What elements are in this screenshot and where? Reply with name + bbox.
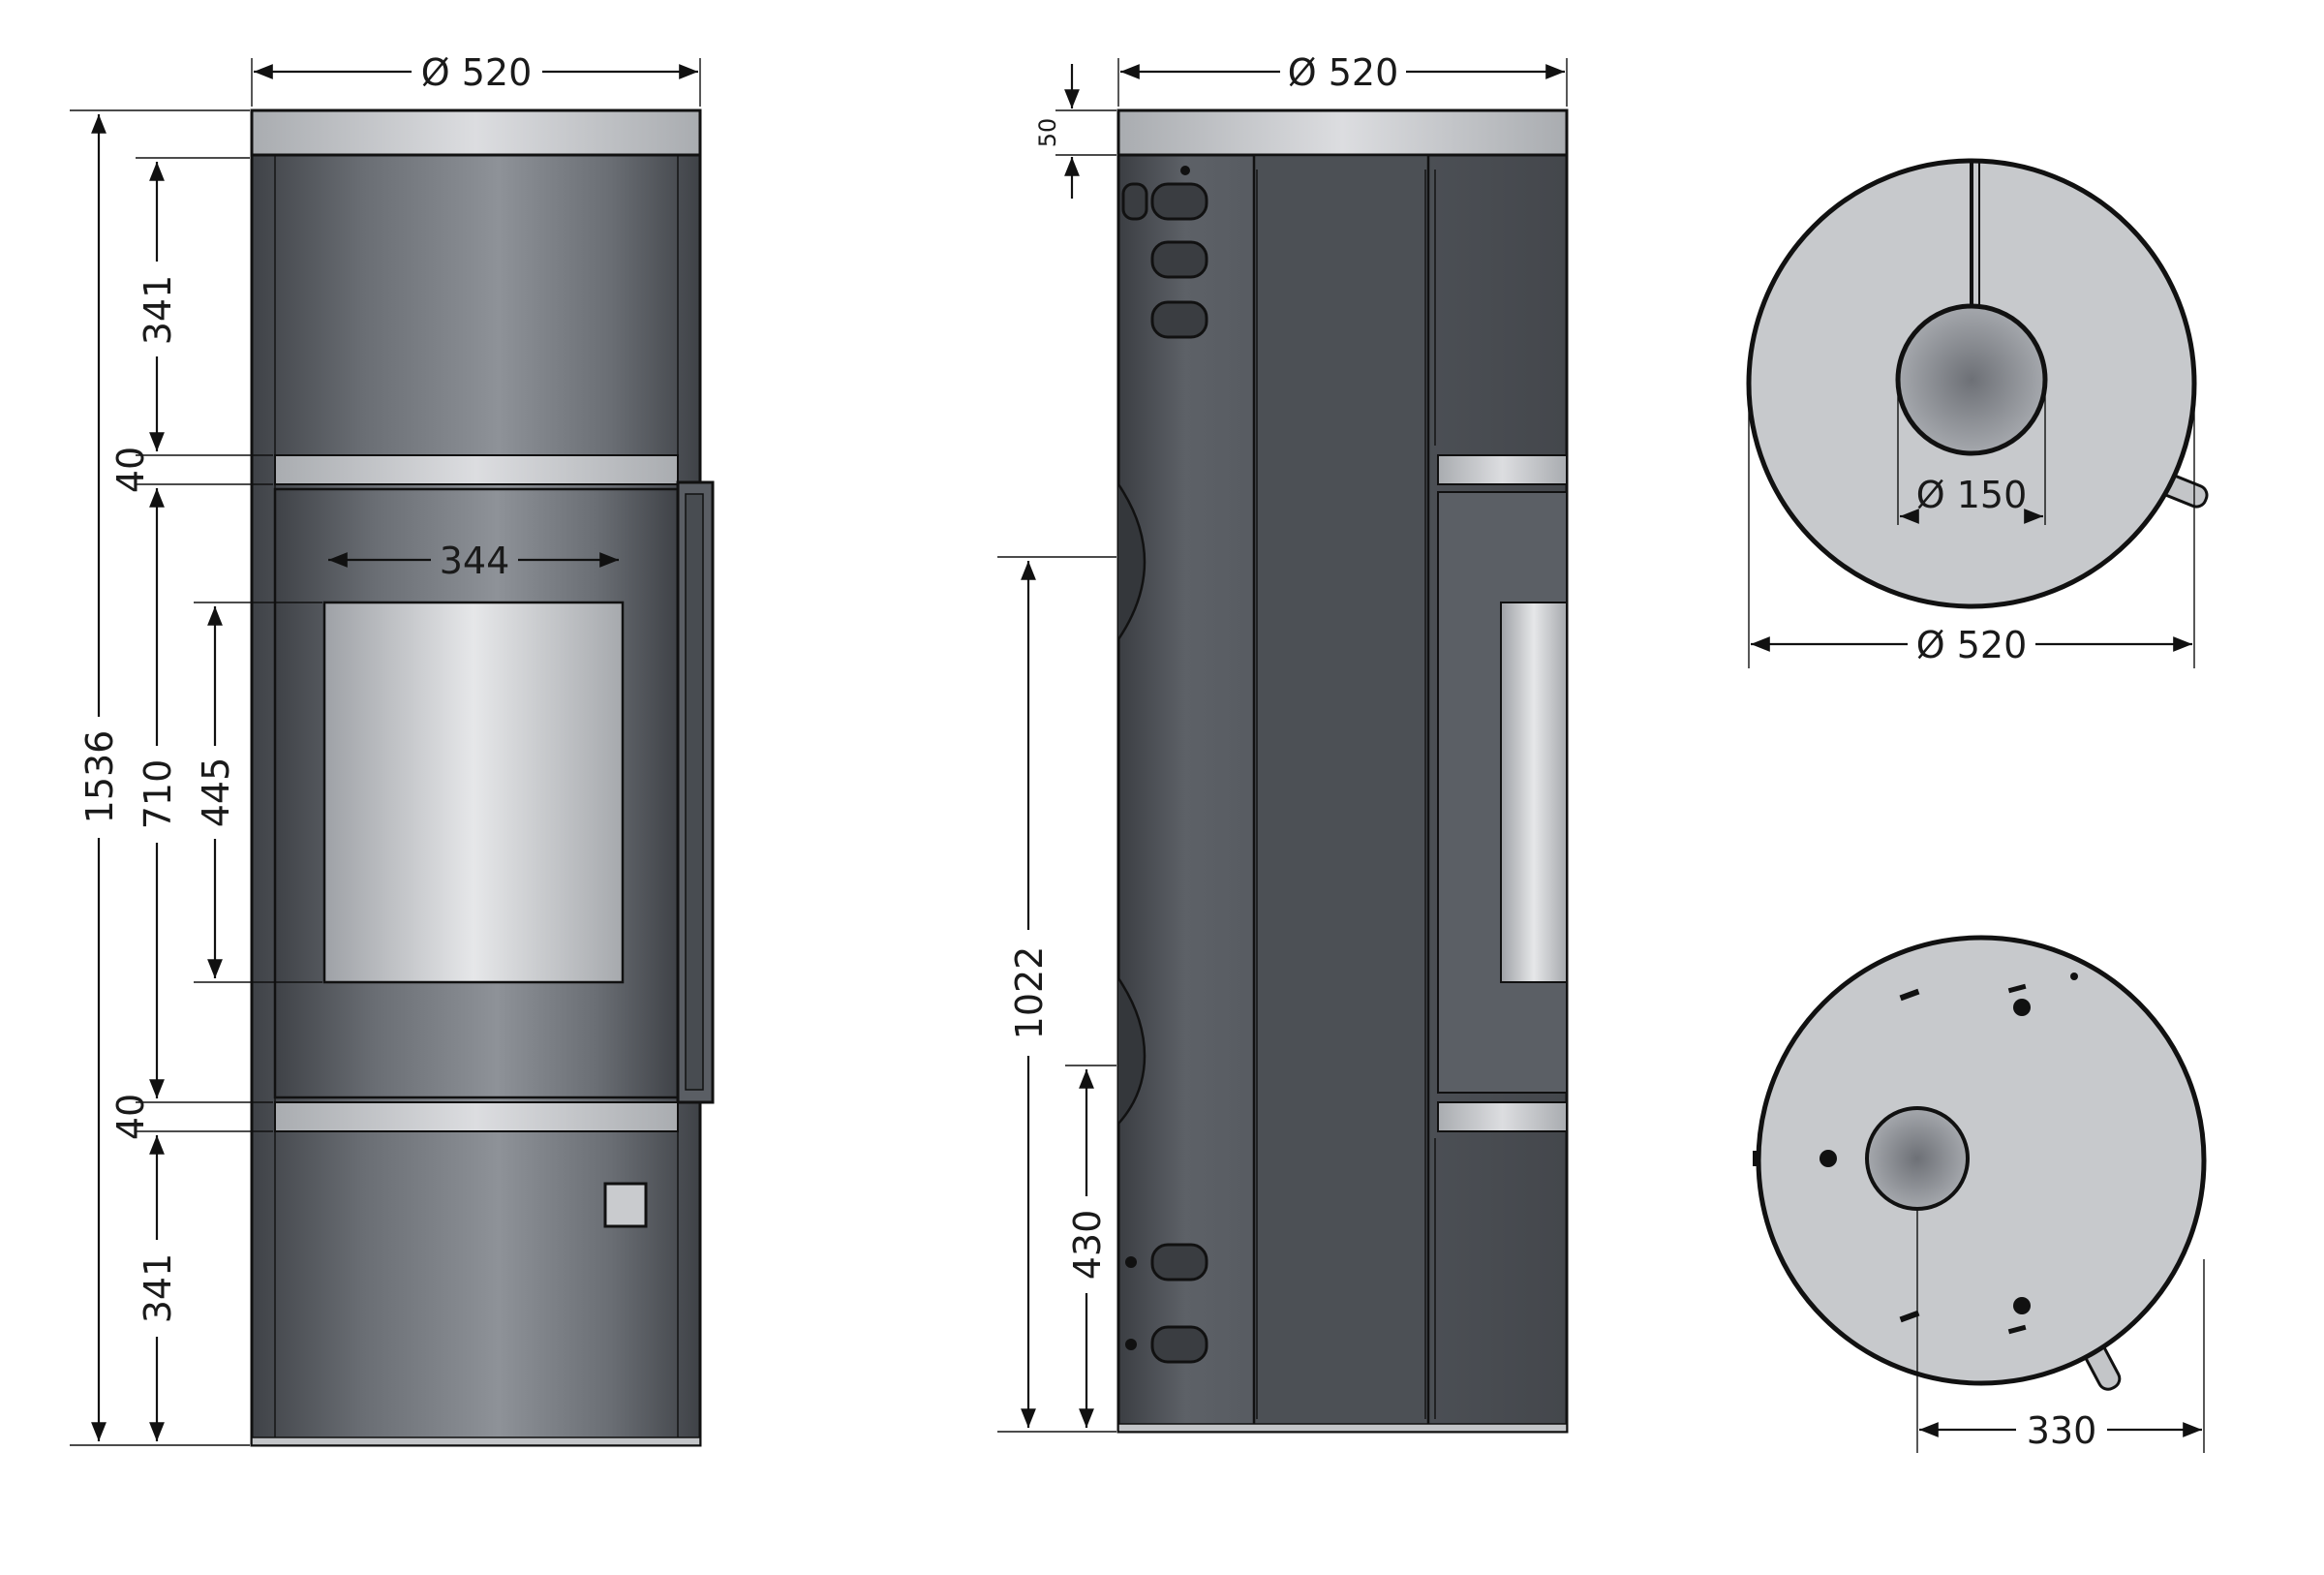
front-total-height-label: 1536 (78, 730, 121, 824)
front-upper-band-label: 40 (109, 447, 152, 493)
side-top-cap-label: 50 (1034, 118, 1061, 148)
side-view: Ø 520 50 1022 430 (997, 51, 1569, 1434)
front-bottom-panel-label: 341 (137, 1253, 179, 1324)
top-flue-diameter-label: Ø 150 (1916, 474, 2028, 516)
side-top-cap (1116, 108, 1569, 157)
front-view: Ø 520 1536 341 40 710 40 341 445 3 (70, 51, 715, 1447)
front-lower-band-label: 40 (109, 1094, 152, 1140)
side-width-label: Ø 520 (1288, 51, 1399, 94)
front-upper-band (274, 454, 679, 485)
top-flue-outlet (1895, 303, 2048, 456)
front-glass (322, 601, 625, 984)
top-view: Ø 150 Ø 520 (1746, 158, 2209, 668)
side-glass (1500, 602, 1568, 983)
lower-air-inlet-slots (1125, 1243, 1208, 1364)
front-door-height-label: 710 (137, 759, 179, 830)
front-lower-band (274, 1101, 679, 1132)
front-glass-width-label: 344 (440, 540, 510, 582)
upper-vent-slots (1121, 166, 1208, 339)
front-top-panel-label: 341 (137, 275, 179, 346)
front-width-label: Ø 520 (421, 51, 533, 94)
side-outlet-height-label: 1022 (1008, 946, 1051, 1040)
front-glass-height-label: 445 (195, 757, 237, 828)
top-outer-diameter-label: Ø 520 (1916, 624, 2028, 666)
bottom-air-intake (1865, 1106, 1970, 1211)
front-top-plate (250, 108, 702, 157)
side-air-inlet-height-label: 430 (1066, 1210, 1109, 1281)
air-control-knob[interactable] (603, 1182, 648, 1228)
bottom-offset-label: 330 (2027, 1409, 2097, 1452)
bottom-view: 330 (1753, 935, 2207, 1453)
